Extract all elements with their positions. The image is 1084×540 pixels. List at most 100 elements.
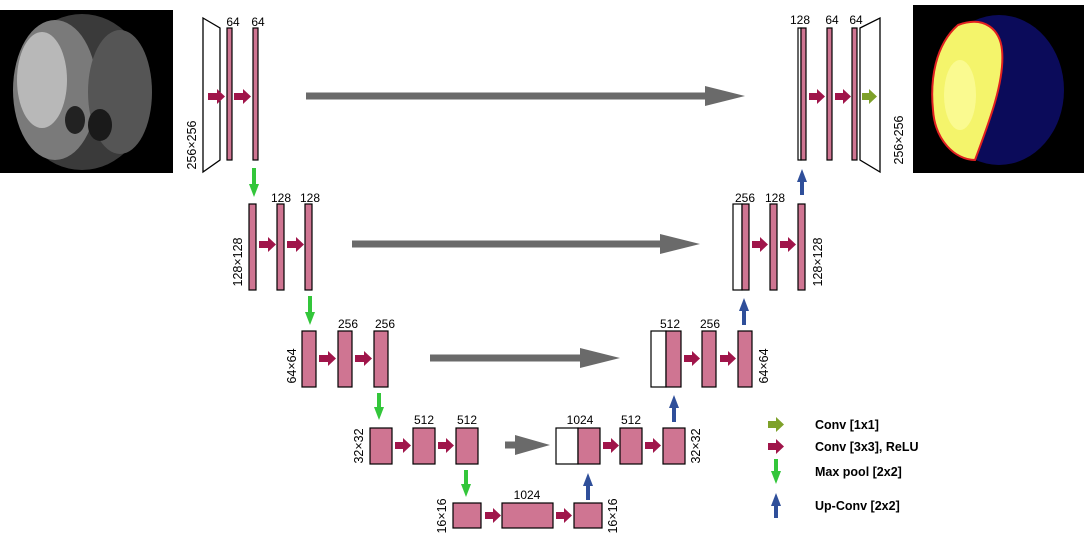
feature-map [826,27,833,161]
conv1x1-arrow [862,89,877,104]
channel-label: 64 [849,13,863,27]
legend-label: Conv [3x3], ReLU [815,440,919,454]
conv3x3-arrow [319,351,336,366]
skip-arrow-level-1 [306,86,745,106]
encoder-level-1: 64 64 256×256 [185,15,265,197]
legend-label: Conv [1x1] [815,418,879,432]
channel-label: 64 [251,15,265,29]
feature-map [226,27,233,161]
channel-label: 128 [765,191,785,205]
conv3x3-arrow [259,237,276,252]
conv3x3-arrow [645,438,661,453]
decoder-level-3: 512 256 64×64 [650,298,771,388]
input-mri-image [0,10,173,173]
channel-label: 512 [660,317,680,331]
resolution-label: 256×256 [892,115,906,164]
conv3x3-arrow [485,508,501,523]
maxpool-arrow [305,296,315,325]
resolution-label: 128×128 [231,237,245,286]
maxpool-arrow [461,470,471,497]
conv3x3-arrow [720,351,736,366]
feature-map [797,203,806,291]
feature-map [276,203,285,291]
feature-map [301,330,317,388]
skip-arrow-level-4 [505,435,550,455]
feature-map [800,27,807,161]
channel-label: 256 [375,317,395,331]
resolution-label: 256×256 [185,120,199,169]
conv3x3-arrow [684,351,700,366]
copied-feature-map [650,330,667,388]
resolution-label: 16×16 [606,498,620,533]
upconv-arrow [797,169,807,195]
channel-label: 128 [790,13,810,27]
feature-map [769,203,778,291]
channel-label: 256 [700,317,720,331]
legend-label: Up-Conv [2x2] [815,499,900,513]
channel-label: 512 [414,413,434,427]
conv3x3-arrow [234,89,251,104]
feature-map [252,27,259,161]
resolution-label: 64×64 [285,348,299,383]
conv3x3-arrow [438,438,454,453]
feature-map [577,427,601,465]
upconv-arrow [669,395,679,422]
channel-label: 128 [300,191,320,205]
feature-map [741,203,750,291]
channel-label: 64 [226,15,240,29]
feature-map [662,427,686,465]
feature-map [412,427,436,465]
resolution-label: 32×32 [689,428,703,463]
feature-map [573,502,603,529]
resolution-label: 16×16 [435,498,449,533]
legend-conv1x1: Conv [1x1] [768,417,879,432]
channel-label: 1024 [567,413,594,427]
decoder-level-2: 256 128 128×128 [732,169,825,291]
feature-map [619,427,643,465]
feature-map [701,330,717,388]
conv3x3-arrow [603,438,619,453]
conv3x3-arrow [556,508,572,523]
feature-map [369,427,393,465]
feature-map [373,330,389,388]
feature-map [337,330,353,388]
feature-map [737,330,753,388]
output-segmentation-image [913,5,1084,173]
legend-conv3x3: Conv [3x3], ReLU [768,439,919,454]
channel-label: 64 [825,13,839,27]
legend: Conv [1x1] Conv [3x3], ReLU Max pool [2x… [768,417,919,518]
feature-map [665,330,682,388]
maxpool-arrow [374,393,384,420]
decoder-level-4: 1024 512 32×32 [555,395,703,465]
copied-feature-map [732,203,743,291]
skip-arrow-level-3 [430,348,620,368]
conv3x3-arrow [780,237,796,252]
conv3x3-arrow [809,89,825,104]
channel-label: 128 [271,191,291,205]
encoder-level-4: 512 512 32×32 [352,413,479,497]
feature-map [851,27,858,161]
skip-arrow-level-2 [352,234,700,254]
channel-label: 256 [338,317,358,331]
conv3x3-arrow [835,89,851,104]
decoder-level-1: 128 64 64 256×256 [790,13,906,174]
conv3x3-arrow [395,438,411,453]
resolution-label: 128×128 [811,237,825,286]
legend-label: Max pool [2x2] [815,465,902,479]
skip-connections [306,86,745,455]
channel-label: 1024 [514,488,541,502]
encoder-level-2: 128 128 128×128 [231,191,320,325]
feature-map [304,203,313,291]
legend-maxpool: Max pool [2x2] [771,459,902,484]
resolution-label: 32×32 [352,428,366,463]
conv3x3-arrow [355,351,372,366]
conv3x3-arrow [287,237,304,252]
upconv-arrow [739,298,749,325]
feature-map [248,203,257,291]
upconv-arrow-icon [771,493,781,518]
maxpool-arrow [249,168,259,197]
copied-feature-map [555,427,579,465]
conv1x1-arrow-icon [768,417,784,432]
channel-label: 256 [735,191,755,205]
bottleneck: 1024 16×16 16×16 [435,473,620,534]
